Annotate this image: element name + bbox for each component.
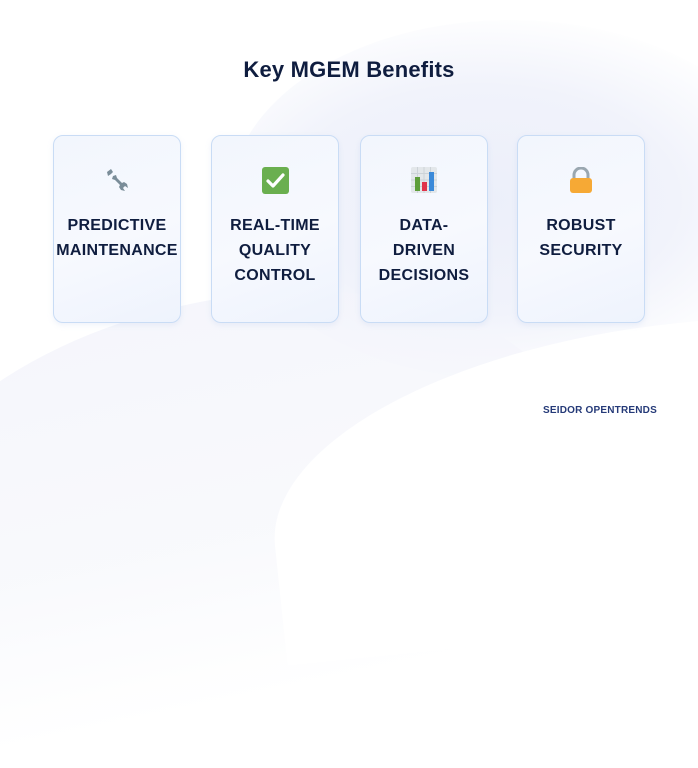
card-data-driven-decisions: DATA- DRIVEN DECISIONS xyxy=(360,135,488,323)
wrench-icon xyxy=(54,166,180,194)
card-label-line: QUALITY xyxy=(238,242,312,259)
card-real-time-quality-control: REAL-TIME QUALITY CONTROL xyxy=(211,135,339,323)
lock-icon xyxy=(518,166,644,194)
card-label-line: PREDICTIVE xyxy=(67,217,167,234)
card-label-line: DECISIONS xyxy=(378,267,470,284)
card-robust-security: ROBUST SECURITY xyxy=(517,135,645,323)
card-label-line: REAL-TIME xyxy=(230,217,320,234)
card-label-line: ROBUST xyxy=(546,217,616,234)
brand-label: SEIDOR OPENTRENDS xyxy=(543,405,657,416)
bar-chart-icon xyxy=(361,166,487,194)
card-predictive-maintenance: PREDICTIVE MAINTENANCE xyxy=(53,135,181,323)
card-label-line: CONTROL xyxy=(234,267,316,284)
card-label-line: DATA- xyxy=(399,217,449,234)
page-title: Key MGEM Benefits xyxy=(243,57,455,82)
check-box-icon xyxy=(212,166,338,194)
card-label-line: DRIVEN xyxy=(392,242,456,259)
card-label-line: SECURITY xyxy=(539,242,623,259)
card-label-line: MAINTENANCE xyxy=(56,242,178,259)
